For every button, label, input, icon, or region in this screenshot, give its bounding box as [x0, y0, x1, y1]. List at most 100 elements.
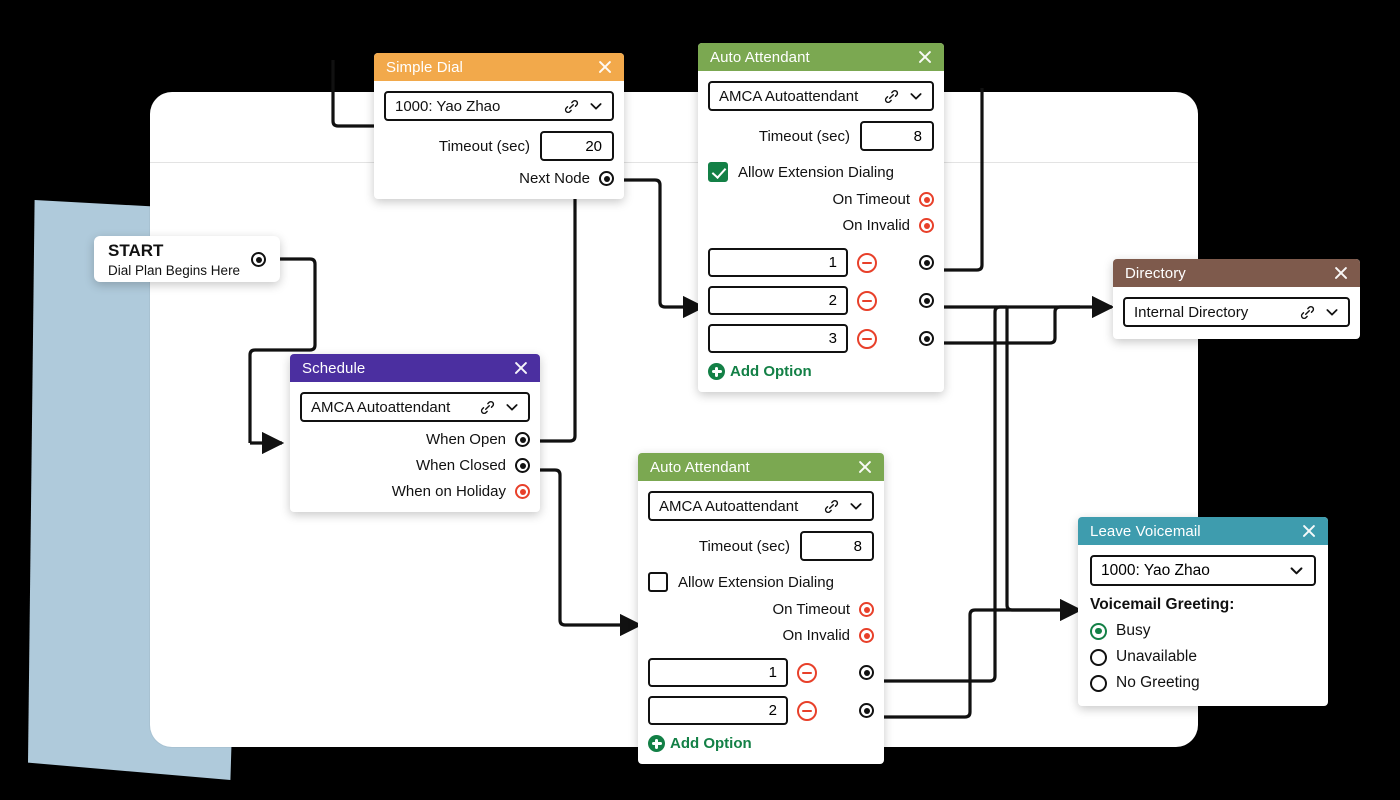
aa1-on-timeout-label: On Timeout: [832, 191, 910, 208]
directory-target-select[interactable]: Internal Directory: [1123, 297, 1350, 327]
aa2-allow-ext-checkbox[interactable]: [648, 572, 668, 592]
voicemail-target-select[interactable]: 1000: Yao Zhao: [1090, 555, 1316, 586]
remove-option-icon[interactable]: [857, 252, 877, 273]
simple-dial-timeout-input[interactable]: 20: [540, 131, 614, 161]
aa1-allow-ext-checkbox[interactable]: [708, 162, 728, 182]
aa2-on-timeout-port[interactable]: [859, 602, 874, 617]
node-directory[interactable]: Directory Internal Directory: [1113, 259, 1360, 339]
chevron-down-icon[interactable]: [588, 98, 604, 114]
aa1-on-timeout-port[interactable]: [919, 192, 934, 207]
aa1-option-port-2[interactable]: [919, 293, 934, 308]
aa1-timeout-row: Timeout (sec) 8: [708, 121, 934, 151]
aa2-option-row: 1: [648, 658, 874, 687]
voicemail-greeting-option[interactable]: Busy: [1090, 622, 1316, 640]
chevron-down-icon[interactable]: [848, 498, 864, 514]
aa2-body: AMCA Autoattendant Timeout (sec) 8 Allow…: [638, 481, 884, 764]
plus-icon: [708, 363, 725, 380]
close-icon[interactable]: [512, 359, 530, 377]
remove-option-icon[interactable]: [857, 328, 877, 349]
remove-option-icon[interactable]: [797, 662, 817, 683]
start-output-port[interactable]: [251, 251, 266, 267]
remove-option-icon[interactable]: [797, 700, 817, 721]
aa1-title: Auto Attendant: [710, 48, 810, 66]
simple-dial-timeout-row: Timeout (sec) 20: [384, 131, 614, 161]
voicemail-title: Leave Voicemail: [1090, 522, 1201, 540]
wire-aa1-opt3: [938, 305, 1080, 345]
aa1-option-row: 1: [708, 248, 934, 277]
node-auto-attendant-1[interactable]: Auto Attendant AMCA Autoattendant Timeou…: [698, 43, 944, 392]
aa1-timeout-input[interactable]: 8: [860, 121, 934, 151]
close-icon[interactable]: [596, 58, 614, 76]
aa1-option-port-3[interactable]: [919, 331, 934, 346]
chevron-down-icon[interactable]: [1324, 304, 1340, 320]
plus-icon: [648, 735, 665, 752]
link-icon[interactable]: [563, 98, 580, 115]
directory-body: Internal Directory: [1113, 287, 1360, 339]
aa2-header: Auto Attendant: [638, 453, 884, 481]
start-node[interactable]: START Dial Plan Begins Here: [94, 236, 280, 282]
aa2-on-timeout-label: On Timeout: [772, 601, 850, 618]
voicemail-target-value: 1000: Yao Zhao: [1101, 561, 1210, 579]
aa1-option-input-1[interactable]: 1: [708, 248, 848, 277]
aa2-add-option-button[interactable]: Add Option: [648, 735, 874, 752]
aa2-option-input-1[interactable]: 1: [648, 658, 788, 687]
voicemail-greeting-option[interactable]: Unavailable: [1090, 648, 1316, 666]
schedule-when-open-port[interactable]: [515, 432, 530, 447]
link-icon[interactable]: [479, 399, 496, 416]
node-schedule[interactable]: Schedule AMCA Autoattendant When Open: [290, 354, 540, 512]
node-auto-attendant-2[interactable]: Auto Attendant AMCA Autoattendant Timeou…: [638, 453, 884, 764]
simple-dial-next-port[interactable]: [599, 171, 614, 186]
aa2-on-invalid-port[interactable]: [859, 628, 874, 643]
aa2-on-timeout-row: On Timeout: [648, 601, 874, 618]
aa1-allow-ext-label: Allow Extension Dialing: [738, 163, 894, 181]
aa1-option-input-3[interactable]: 3: [708, 324, 848, 353]
radio-unavailable-label: Unavailable: [1116, 648, 1197, 665]
radio-unavailable[interactable]: [1090, 648, 1107, 666]
canvas-divider: [150, 162, 1198, 163]
schedule-target-select[interactable]: AMCA Autoattendant: [300, 392, 530, 422]
schedule-when-closed-port[interactable]: [515, 458, 530, 473]
aa2-target-value: AMCA Autoattendant: [659, 497, 799, 515]
radio-busy[interactable]: [1090, 622, 1107, 640]
schedule-when-holiday-port[interactable]: [515, 484, 530, 499]
schedule-when-closed-label: When Closed: [415, 457, 506, 474]
schedule-when-open-label: When Open: [425, 431, 506, 448]
radio-no-greeting[interactable]: [1090, 674, 1107, 692]
close-icon[interactable]: [1332, 264, 1350, 282]
aa2-option-port-2[interactable]: [859, 703, 874, 718]
chevron-down-icon[interactable]: [908, 88, 924, 104]
aa1-on-invalid-row: On Invalid: [708, 217, 934, 234]
link-icon[interactable]: [823, 498, 840, 515]
simple-dial-target-select[interactable]: 1000: Yao Zhao: [384, 91, 614, 121]
aa1-allow-ext-row[interactable]: Allow Extension Dialing: [708, 162, 934, 182]
chevron-down-icon[interactable]: [1288, 562, 1305, 579]
aa2-target-select[interactable]: AMCA Autoattendant: [648, 491, 874, 521]
remove-option-icon[interactable]: [857, 290, 877, 311]
aa2-allow-ext-row[interactable]: Allow Extension Dialing: [648, 572, 874, 592]
aa1-option-row: 3: [708, 324, 934, 353]
start-subtitle: Dial Plan Begins Here: [108, 262, 241, 278]
close-icon[interactable]: [916, 48, 934, 66]
link-icon[interactable]: [1299, 304, 1316, 321]
aa1-option-port-1[interactable]: [919, 255, 934, 270]
aa1-target-select[interactable]: AMCA Autoattendant: [708, 81, 934, 111]
node-simple-dial[interactable]: Simple Dial 1000: Yao Zhao Timeout (se: [374, 53, 624, 199]
close-icon[interactable]: [1300, 522, 1318, 540]
simple-dial-header: Simple Dial: [374, 53, 624, 81]
aa2-timeout-row: Timeout (sec) 8: [648, 531, 874, 561]
aa1-on-invalid-port[interactable]: [919, 218, 934, 233]
node-leave-voicemail[interactable]: Leave Voicemail 1000: Yao Zhao Voicemail…: [1078, 517, 1328, 706]
chevron-down-icon[interactable]: [504, 399, 520, 415]
aa2-option-input-2[interactable]: 2: [648, 696, 788, 725]
link-icon[interactable]: [883, 88, 900, 105]
aa1-add-option-button[interactable]: Add Option: [708, 363, 934, 380]
aa2-on-invalid-row: On Invalid: [648, 627, 874, 644]
aa2-timeout-input[interactable]: 8: [800, 531, 874, 561]
aa1-option-input-2[interactable]: 2: [708, 286, 848, 315]
aa2-option-port-1[interactable]: [859, 665, 874, 680]
voicemail-greeting-option[interactable]: No Greeting: [1090, 674, 1316, 692]
close-icon[interactable]: [856, 458, 874, 476]
wire-aa2-opt2: [878, 608, 1050, 719]
